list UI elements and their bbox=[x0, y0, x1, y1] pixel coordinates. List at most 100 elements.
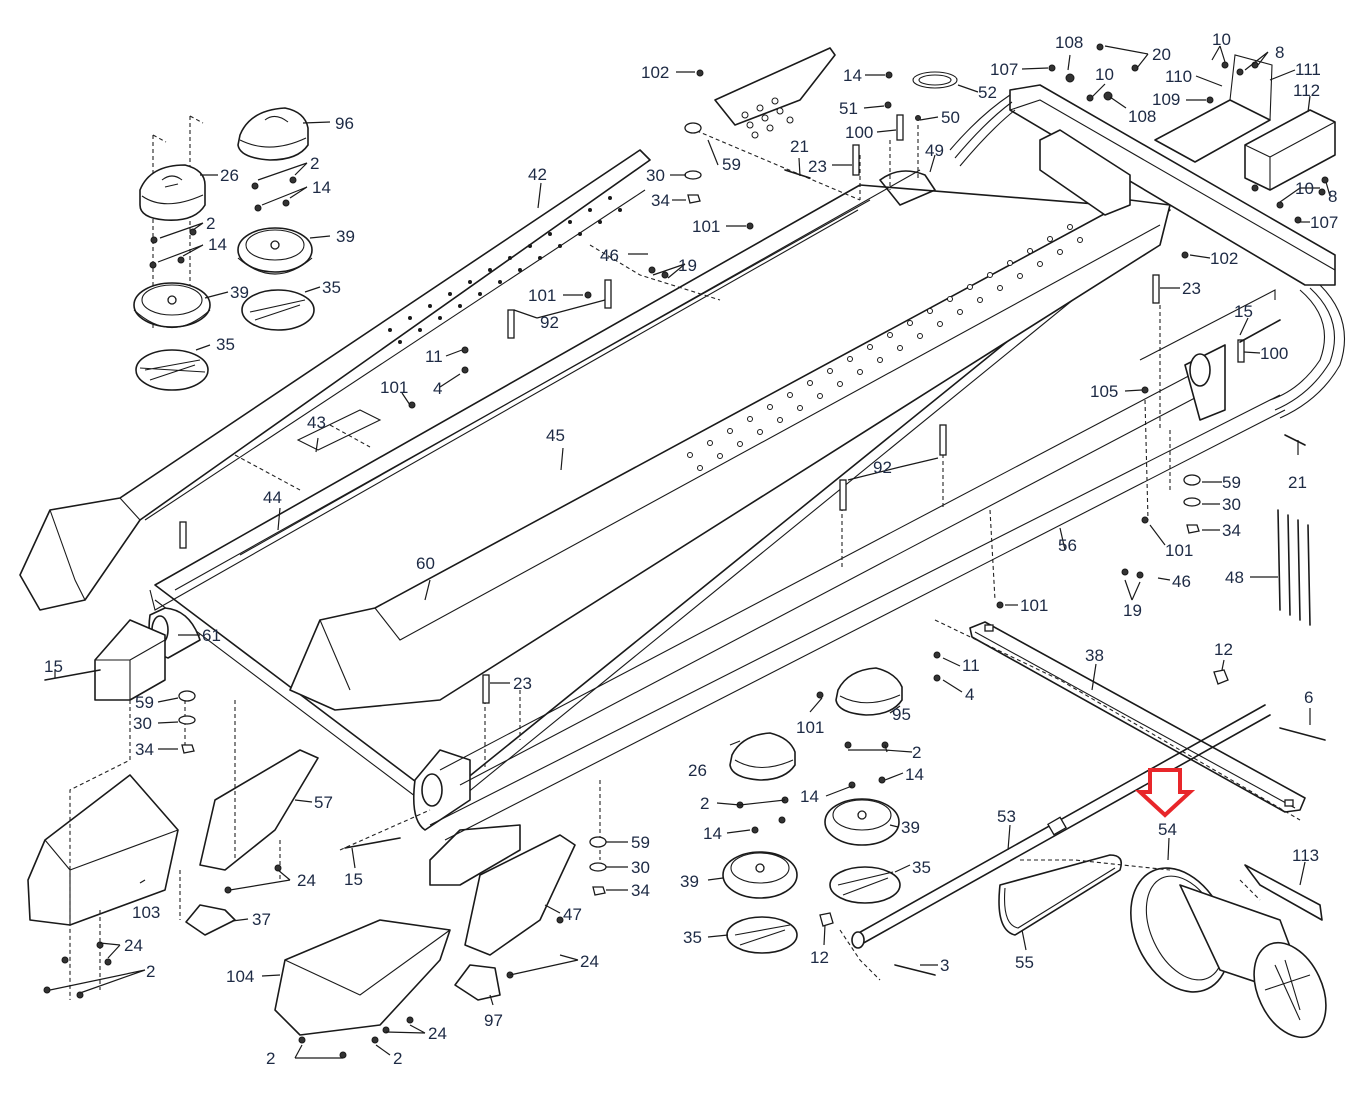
part-label: 24 bbox=[297, 871, 316, 890]
part-label: 104 bbox=[226, 967, 254, 986]
part-label: 24 bbox=[124, 936, 143, 955]
part-label: 8 bbox=[1275, 43, 1284, 62]
part-label: 14 bbox=[208, 235, 227, 254]
part-label: 10 bbox=[1095, 65, 1114, 84]
part-labels: 96 26 2 14 2 14 39 39 35 35 42 102 21 59… bbox=[44, 30, 1338, 1068]
part-label: 4 bbox=[965, 685, 974, 704]
part-label: 37 bbox=[252, 910, 271, 929]
part-label: 10 bbox=[1212, 30, 1231, 49]
part-label: 14 bbox=[703, 824, 722, 843]
part-label: 97 bbox=[484, 1011, 503, 1030]
part-label: 14 bbox=[843, 66, 862, 85]
part-label: 2 bbox=[310, 154, 319, 173]
part-label: 108 bbox=[1128, 107, 1156, 126]
part-label: 48 bbox=[1225, 568, 1244, 587]
part-label: 30 bbox=[1222, 495, 1241, 514]
leveler-stack-mid-right bbox=[824, 667, 903, 904]
leveler-stack-right bbox=[237, 107, 315, 331]
part-label: 43 bbox=[307, 413, 326, 432]
part-label: 49 bbox=[925, 141, 944, 160]
part-label: 52 bbox=[978, 83, 997, 102]
part-label: 101 bbox=[528, 286, 556, 305]
part-label: 21 bbox=[1288, 473, 1307, 492]
part-label: 109 bbox=[1152, 90, 1180, 109]
part-label: 11 bbox=[425, 347, 443, 366]
part-label: 2 bbox=[393, 1049, 402, 1068]
highlighted-part-label: 54 bbox=[1158, 820, 1177, 839]
part-label: 12 bbox=[810, 948, 829, 967]
part-label: 112 bbox=[1293, 81, 1320, 100]
part-label: 107 bbox=[1310, 213, 1338, 232]
rail-perforations-left bbox=[388, 196, 622, 344]
part-label: 108 bbox=[1055, 33, 1083, 52]
part-label: 39 bbox=[336, 227, 355, 246]
part-label: 23 bbox=[513, 674, 532, 693]
part-label: 23 bbox=[808, 157, 827, 176]
part-label: 34 bbox=[631, 881, 650, 900]
guide-lines bbox=[69, 125, 1301, 1000]
part-label: 102 bbox=[1210, 249, 1238, 268]
part-label: 102 bbox=[641, 63, 669, 82]
rear-frame bbox=[879, 54, 1346, 421]
part-label: 45 bbox=[546, 426, 565, 445]
part-label: 103 bbox=[132, 903, 160, 922]
part-label: 2 bbox=[700, 794, 709, 813]
part-label: 6 bbox=[1304, 688, 1313, 707]
part-label: 2 bbox=[146, 962, 155, 981]
part-label: 12 bbox=[1214, 640, 1233, 659]
part-label: 39 bbox=[230, 283, 249, 302]
part-label: 92 bbox=[873, 458, 892, 477]
part-label: 113 bbox=[1292, 846, 1319, 865]
part-label: 10 bbox=[1295, 179, 1314, 198]
part-label: 42 bbox=[528, 165, 547, 184]
part-label: 26 bbox=[688, 761, 707, 780]
hardware-parts bbox=[43, 43, 1329, 1059]
hood-perforations bbox=[741, 97, 794, 139]
front-covers bbox=[27, 749, 576, 1036]
part-label: 56 bbox=[1058, 536, 1077, 555]
part-label: 59 bbox=[722, 155, 741, 174]
part-label: 2 bbox=[266, 1049, 275, 1068]
part-label: 105 bbox=[1090, 382, 1118, 401]
part-label: 101 bbox=[380, 378, 408, 397]
part-label: 26 bbox=[220, 166, 239, 185]
part-label: 30 bbox=[646, 166, 665, 185]
side-frame-56 bbox=[429, 394, 1286, 841]
part-label: 92 bbox=[540, 313, 559, 332]
part-label: 101 bbox=[1165, 541, 1193, 560]
part-label: 19 bbox=[1123, 601, 1142, 620]
part-label: 35 bbox=[912, 858, 931, 877]
part-label: 2 bbox=[206, 214, 215, 233]
part-label: 46 bbox=[1172, 572, 1191, 591]
part-label: 53 bbox=[997, 807, 1016, 826]
leveler-stack-left bbox=[133, 115, 211, 391]
part-label: 35 bbox=[216, 335, 235, 354]
part-label: 39 bbox=[680, 872, 699, 891]
part-label: 55 bbox=[1015, 953, 1034, 972]
part-label: 111 bbox=[1295, 60, 1321, 79]
part-label: 30 bbox=[133, 714, 152, 733]
right-side-rail bbox=[289, 47, 1171, 711]
part-label: 20 bbox=[1152, 45, 1171, 64]
part-label: 35 bbox=[322, 278, 341, 297]
part-label: 2 bbox=[912, 743, 921, 762]
part-label: 14 bbox=[905, 765, 924, 784]
part-label: 100 bbox=[845, 123, 873, 142]
leader-lines bbox=[49, 45, 1331, 1059]
highlight-arrow-icon bbox=[1134, 768, 1196, 818]
part-label: 21 bbox=[790, 137, 809, 156]
part-label: 60 bbox=[416, 554, 435, 573]
part-label: 4 bbox=[433, 379, 442, 398]
part-label: 11 bbox=[962, 656, 980, 675]
part-label: 59 bbox=[135, 693, 154, 712]
part-label: 30 bbox=[631, 858, 650, 877]
part-label: 15 bbox=[44, 657, 63, 676]
part-label: 101 bbox=[1020, 596, 1048, 615]
part-label: 14 bbox=[800, 787, 819, 806]
part-label: 95 bbox=[892, 705, 911, 724]
part-label: 24 bbox=[580, 952, 599, 971]
part-label: 61 bbox=[202, 626, 221, 645]
part-label: 23 bbox=[1182, 279, 1201, 298]
part-label: 101 bbox=[796, 718, 824, 737]
part-label: 15 bbox=[344, 870, 363, 889]
